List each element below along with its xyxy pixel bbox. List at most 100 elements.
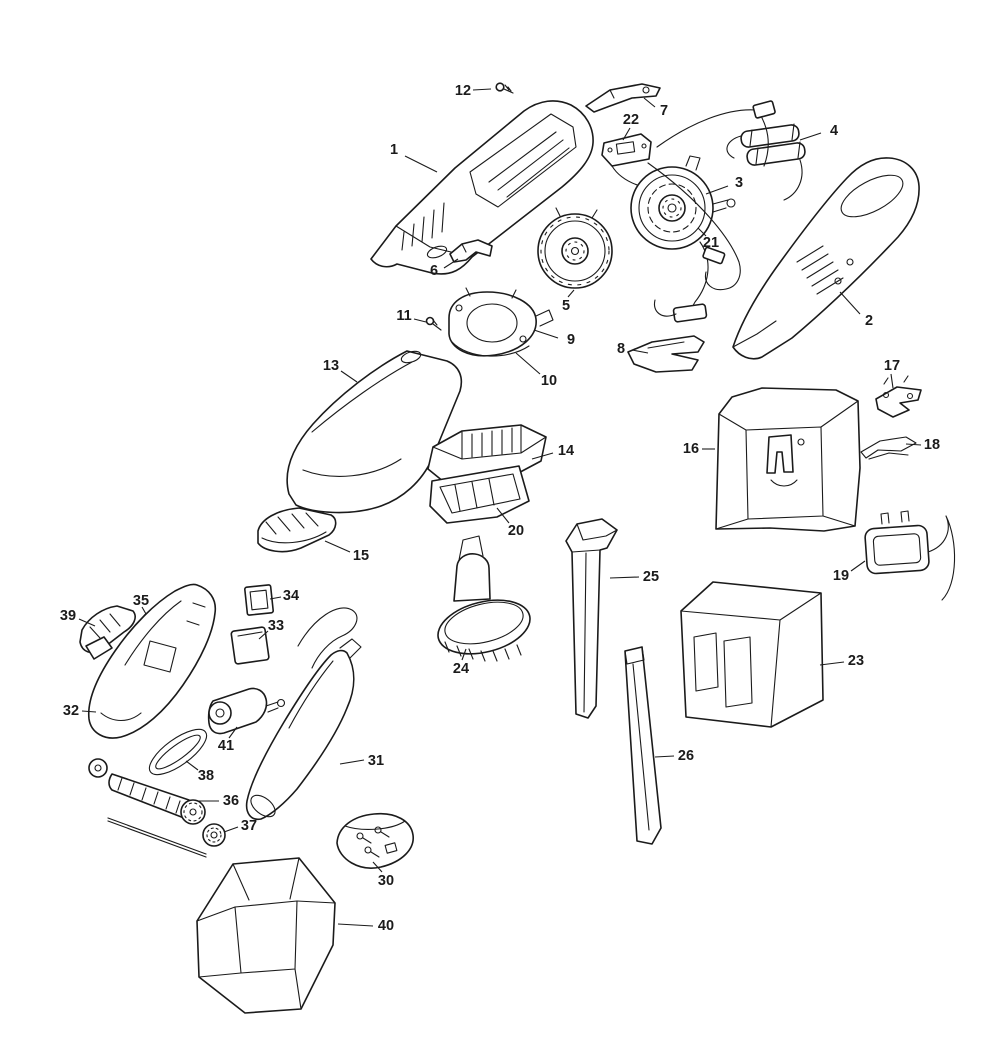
part-leader-12 <box>472 88 492 91</box>
part-25-crevice-tool <box>565 518 618 719</box>
part-4-battery-pack <box>656 100 806 201</box>
part-label-10: 10 <box>541 373 557 389</box>
part-label-39: 39 <box>60 608 76 624</box>
part-label-3: 3 <box>735 175 743 191</box>
part-label-26: 26 <box>678 748 694 764</box>
part-40-floor-stand <box>196 857 336 1014</box>
part-label-37: 37 <box>241 818 257 834</box>
part-9-fan-plate <box>448 287 554 357</box>
part-label-18: 18 <box>924 437 940 453</box>
part-1-motor-housing-top <box>370 100 594 275</box>
part-label-31: 31 <box>368 753 384 769</box>
part-leader-19 <box>850 560 866 572</box>
part-label-16: 16 <box>683 441 699 457</box>
part-leader-2 <box>839 291 861 315</box>
part-16-wall-bracket <box>715 387 861 532</box>
part-label-25: 25 <box>643 569 659 585</box>
part-39-latch <box>79 605 136 660</box>
part-31-nozzle-housing <box>245 607 362 821</box>
part-label-32: 32 <box>63 703 79 719</box>
part-label-7: 7 <box>660 103 668 119</box>
part-38-drive-belt <box>148 728 208 776</box>
part-label-22: 22 <box>623 112 639 128</box>
part-label-4: 4 <box>830 123 838 139</box>
part-leader-34 <box>269 596 282 600</box>
part-label-11: 11 <box>396 308 411 324</box>
part-leader-32 <box>81 710 97 713</box>
part-2-motor-housing-bottom <box>732 157 920 360</box>
part-label-9: 9 <box>567 332 575 348</box>
part-label-35: 35 <box>133 593 149 609</box>
part-leader-22 <box>622 127 631 141</box>
part-7-bracket <box>585 83 661 113</box>
part-label-17: 17 <box>884 358 900 374</box>
part-leader-18 <box>905 443 922 446</box>
part-13-nose-cover <box>286 350 463 514</box>
part-label-8: 8 <box>617 341 625 357</box>
part-leader-15 <box>324 540 351 553</box>
part-leader-1 <box>404 155 438 173</box>
part-leader-13 <box>340 370 358 383</box>
part-label-36: 36 <box>223 793 239 809</box>
part-15-dust-flap <box>257 507 337 553</box>
part-label-2: 2 <box>865 313 873 329</box>
part-34-retainer <box>244 584 274 616</box>
part-leader-23 <box>819 661 845 666</box>
part-label-6: 6 <box>430 263 438 279</box>
part-leader-30 <box>372 861 383 873</box>
part-6-clip <box>449 239 493 263</box>
part-24-brush-attachment <box>437 535 531 662</box>
part-label-30: 30 <box>378 873 394 889</box>
part-label-19: 19 <box>833 568 849 584</box>
part-leader-6 <box>443 258 459 269</box>
part-leader-26 <box>654 755 675 758</box>
part-leader-17 <box>890 373 894 389</box>
part-leader-25 <box>609 576 640 579</box>
part-leader-41 <box>228 726 238 739</box>
part-5-fan <box>537 207 613 289</box>
part-leader-21 <box>697 227 707 237</box>
part-22-switch <box>601 133 652 187</box>
part-label-41: 41 <box>218 738 234 754</box>
part-leader-38 <box>185 760 199 771</box>
part-label-12: 12 <box>455 83 471 99</box>
part-leader-14 <box>531 452 554 460</box>
part-30-hardware-pack <box>336 812 414 869</box>
part-21-motor-wires <box>647 162 741 323</box>
part-leader-9 <box>533 329 559 339</box>
part-leader-39 <box>78 618 96 627</box>
part-36-brush-roller <box>88 758 207 858</box>
part-26-extension-wand <box>624 646 662 845</box>
part-label-38: 38 <box>198 768 214 784</box>
part-label-34: 34 <box>283 588 299 604</box>
part-23-accessory-cover <box>680 581 824 728</box>
part-32-nozzle-body <box>87 583 217 739</box>
part-leader-31 <box>339 759 365 765</box>
part-3-motor <box>630 155 736 250</box>
part-37-pulley <box>202 823 226 847</box>
part-leader-35 <box>141 606 147 615</box>
part-label-20: 20 <box>508 523 524 539</box>
part-label-15: 15 <box>353 548 369 564</box>
part-leader-33 <box>258 630 269 640</box>
part-label-40: 40 <box>378 918 394 934</box>
part-8-bracket <box>627 335 705 373</box>
part-17-mount-plate <box>875 375 922 418</box>
part-leader-37 <box>223 826 239 833</box>
part-20-filter-frame <box>429 465 530 524</box>
part-leader-5 <box>567 289 575 298</box>
part-label-14: 14 <box>558 443 574 459</box>
part-12-screw <box>495 82 514 94</box>
part-leader-8 <box>631 349 649 354</box>
part-33-filter-pad <box>230 626 270 665</box>
part-leader-10 <box>515 352 541 375</box>
part-leader-4 <box>799 132 822 141</box>
part-label-1: 1 <box>390 142 398 158</box>
part-41-brush-motor <box>207 687 286 735</box>
part-label-5: 5 <box>562 298 570 314</box>
part-labels: 1234567891011121314151617181920212223242… <box>60 83 940 934</box>
part-11-screw <box>425 316 442 331</box>
part-leader-11 <box>413 318 427 323</box>
